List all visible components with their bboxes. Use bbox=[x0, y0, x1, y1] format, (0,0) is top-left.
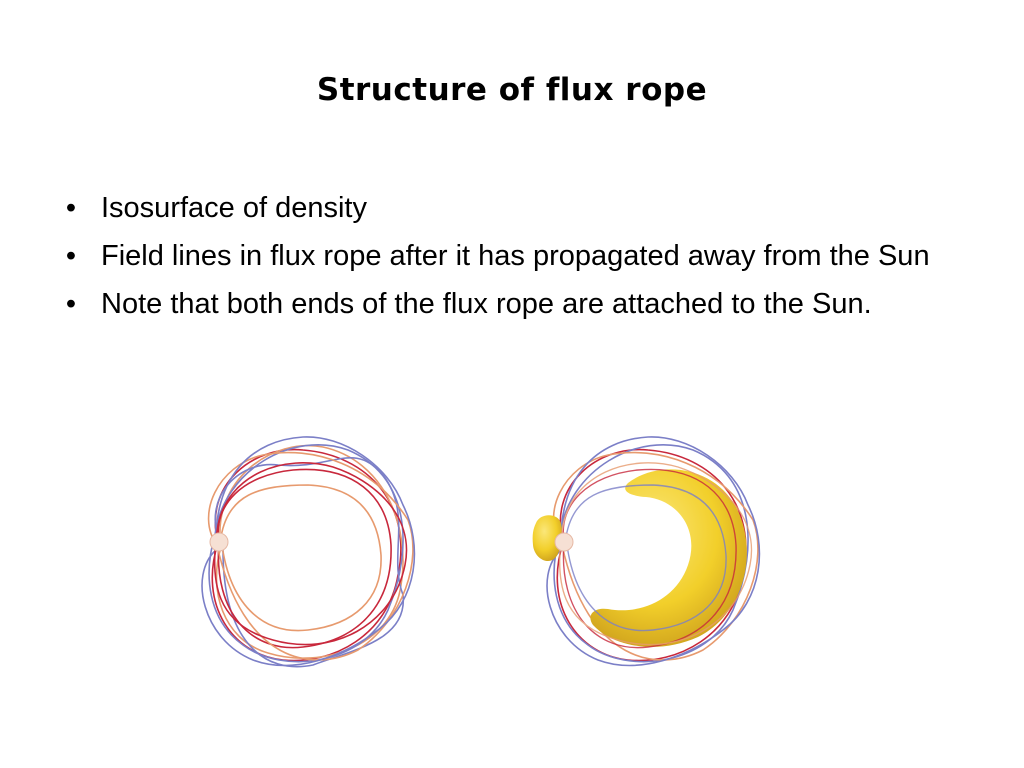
bullet-text: Field lines in flux rope after it has pr… bbox=[101, 240, 930, 272]
field-line bbox=[546, 436, 761, 667]
field-line bbox=[558, 462, 753, 646]
field-line bbox=[201, 436, 416, 667]
slide-title: Structure of flux rope bbox=[316, 72, 708, 108]
field-line bbox=[207, 451, 414, 661]
field-line bbox=[552, 451, 759, 661]
field-line bbox=[217, 468, 392, 649]
bullet-item: • Field lines in flux rope after it has … bbox=[56, 236, 956, 276]
field-line bbox=[565, 484, 727, 632]
sun-icon bbox=[554, 532, 574, 552]
field-lines-loop-icon bbox=[201, 436, 416, 668]
sun-icon bbox=[209, 532, 229, 552]
bullet-list: • Isosurface of density • Field lines in… bbox=[56, 188, 956, 332]
field-line bbox=[213, 462, 408, 646]
isosurface-figure bbox=[528, 425, 768, 675]
bullet-marker: • bbox=[65, 288, 77, 320]
field-lines-figure bbox=[183, 425, 423, 675]
field-line bbox=[562, 468, 737, 649]
bullet-text: Note that both ends of the flux rope are… bbox=[101, 288, 872, 320]
bullet-item: • Isosurface of density bbox=[56, 188, 956, 228]
bullet-marker: • bbox=[65, 192, 77, 224]
bullet-item: • Note that both ends of the flux rope a… bbox=[56, 284, 956, 324]
isosurface-blob bbox=[532, 515, 562, 562]
bullet-marker: • bbox=[65, 240, 77, 272]
isosurface-crescent bbox=[590, 469, 747, 647]
field-line bbox=[215, 444, 404, 660]
field-line bbox=[220, 484, 382, 632]
density-isosurface-icon bbox=[532, 436, 761, 667]
bullet-text: Isosurface of density bbox=[101, 192, 367, 224]
